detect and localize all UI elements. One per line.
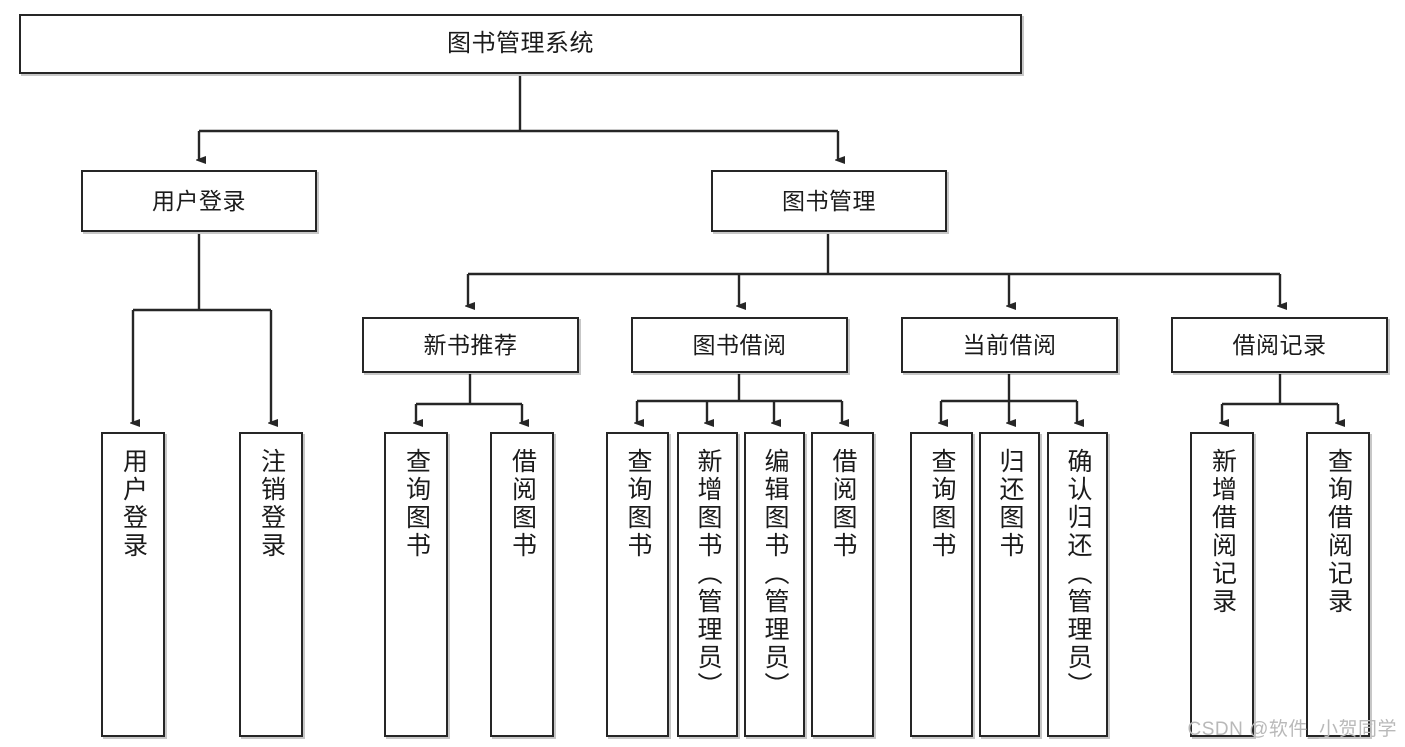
node-leaf-query-book-1[interactable]: 查询图书 bbox=[384, 432, 448, 737]
node-leaf-confirm-return[interactable]: 确认归还（管理员） bbox=[1047, 432, 1108, 737]
node-leaf-add-book[interactable]: 新增图书（管理员） bbox=[677, 432, 738, 737]
node-leaf-query-record[interactable]: 查询借阅记录 bbox=[1306, 432, 1370, 737]
node-label: 查询图书 bbox=[624, 448, 652, 560]
node-leaf-add-record[interactable]: 新增借阅记录 bbox=[1190, 432, 1254, 737]
node-label: 编辑图书（管理员） bbox=[761, 448, 789, 700]
node-label: 查询图书 bbox=[928, 448, 956, 560]
node-leaf-user-login[interactable]: 用户登录 bbox=[101, 432, 165, 737]
node-label: 图书借阅 bbox=[692, 331, 787, 358]
node-leaf-query-book-3[interactable]: 查询图书 bbox=[910, 432, 973, 737]
node-label: 当前借阅 bbox=[962, 331, 1057, 358]
watermark-text: CSDN @软件_小贺同学 bbox=[1187, 719, 1397, 740]
node-label: 查询借阅记录 bbox=[1324, 448, 1353, 616]
node-leaf-borrow-book-1[interactable]: 借阅图书 bbox=[490, 432, 554, 737]
node-leaf-return-book[interactable]: 归还图书 bbox=[979, 432, 1040, 737]
node-root-system[interactable]: 图书管理系统 bbox=[19, 14, 1022, 74]
node-label: 用户登录 bbox=[152, 187, 246, 214]
node-label: 图书管理系统 bbox=[447, 30, 594, 58]
node-borrow-record[interactable]: 借阅记录 bbox=[1171, 317, 1388, 373]
node-label: 确认归还（管理员） bbox=[1064, 448, 1092, 700]
node-label: 新增借阅记录 bbox=[1208, 448, 1237, 616]
node-leaf-edit-book[interactable]: 编辑图书（管理员） bbox=[744, 432, 805, 737]
node-label: 注销登录 bbox=[257, 448, 286, 560]
node-current-borrow[interactable]: 当前借阅 bbox=[901, 317, 1118, 373]
node-leaf-logout[interactable]: 注销登录 bbox=[239, 432, 303, 737]
node-label: 借阅图书 bbox=[829, 448, 857, 560]
node-label: 用户登录 bbox=[119, 448, 148, 560]
node-leaf-query-book-2[interactable]: 查询图书 bbox=[606, 432, 669, 737]
node-label: 新书推荐 bbox=[423, 331, 518, 358]
node-label: 归还图书 bbox=[996, 448, 1024, 560]
node-leaf-borrow-book-2[interactable]: 借阅图书 bbox=[811, 432, 874, 737]
node-label: 新增图书（管理员） bbox=[694, 448, 722, 700]
node-book-management[interactable]: 图书管理 bbox=[711, 170, 947, 232]
node-label: 借阅图书 bbox=[508, 448, 537, 560]
node-label: 借阅记录 bbox=[1232, 331, 1327, 358]
node-book-borrow[interactable]: 图书借阅 bbox=[631, 317, 848, 373]
node-new-book-recommend[interactable]: 新书推荐 bbox=[362, 317, 579, 373]
node-user-login[interactable]: 用户登录 bbox=[81, 170, 317, 232]
node-label: 图书管理 bbox=[782, 187, 876, 214]
node-label: 查询图书 bbox=[402, 448, 431, 560]
